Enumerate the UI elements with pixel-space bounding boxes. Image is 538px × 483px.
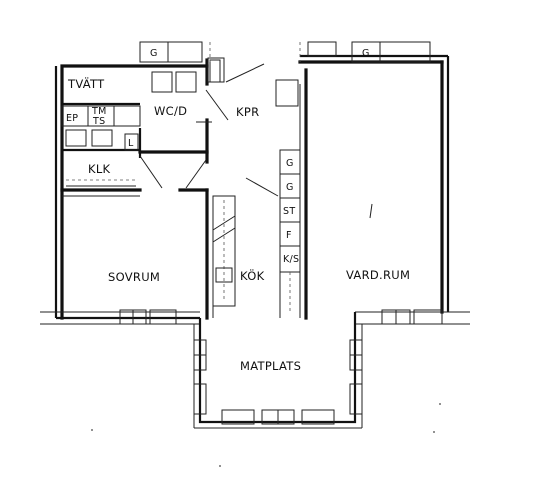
kpr-cabinet — [275, 79, 299, 107]
label-ts: TS — [92, 116, 105, 127]
shower-box — [209, 59, 221, 83]
door-klk — [139, 155, 163, 189]
label-g-top-right: G — [362, 48, 370, 59]
window-matplats-right — [349, 339, 363, 415]
wc-fixture — [151, 71, 173, 93]
window-matplats-bottom — [221, 409, 335, 425]
door-vardrum — [245, 177, 279, 197]
dot-4 — [433, 431, 435, 433]
g-cabinet-top-right — [307, 41, 337, 57]
label-l: L — [128, 138, 134, 149]
kitchen-counter-left — [212, 195, 236, 307]
kitchen-counter-cell — [215, 267, 233, 283]
label-g-top-left: G — [150, 48, 158, 59]
window-matplats-left — [193, 339, 207, 415]
label-st: ST — [283, 206, 295, 217]
door-entry — [225, 63, 265, 83]
window-sovrum — [119, 309, 177, 325]
label-tm: TM — [91, 106, 107, 117]
label-tvatt: TVÄTT — [67, 76, 105, 91]
door-sovrum — [185, 159, 207, 189]
label-ks: K/S — [283, 254, 299, 265]
g-cabinet-top-left-2 — [167, 41, 203, 63]
stair-line-2 — [212, 227, 236, 243]
kpr-cabinet-2 — [207, 57, 225, 83]
label-kok: KÖK — [240, 267, 265, 283]
label-klk: KLK — [88, 162, 111, 176]
wc-fixture-2 — [175, 71, 197, 93]
outer-wall-left — [60, 64, 209, 320]
cabinet-box — [113, 105, 141, 127]
label-ep: EP — [66, 113, 78, 124]
vardrum-mark — [369, 203, 373, 219]
window-vardrum — [381, 309, 443, 325]
l-cabinet — [124, 133, 139, 151]
door-wc — [205, 89, 229, 121]
basin-small-2 — [91, 129, 113, 147]
stair-line-1 — [212, 215, 236, 231]
label-f: F — [286, 230, 292, 241]
dot-3 — [439, 403, 441, 405]
basin-small — [65, 129, 87, 147]
label-matplats: MATPLATS — [240, 359, 301, 373]
dot-2 — [219, 465, 221, 467]
g-cabinet-top-right-3 — [379, 41, 431, 63]
label-kpr: KPR — [236, 105, 259, 119]
label-g-cabinet-1: G — [286, 158, 294, 169]
label-wcd: WC/D — [154, 104, 187, 118]
label-sovrum: SOVRUM — [108, 270, 160, 284]
label-g-cabinet-2: G — [286, 182, 294, 193]
dot-1 — [91, 429, 93, 431]
label-vardrum: VARD.RUM — [346, 268, 410, 282]
